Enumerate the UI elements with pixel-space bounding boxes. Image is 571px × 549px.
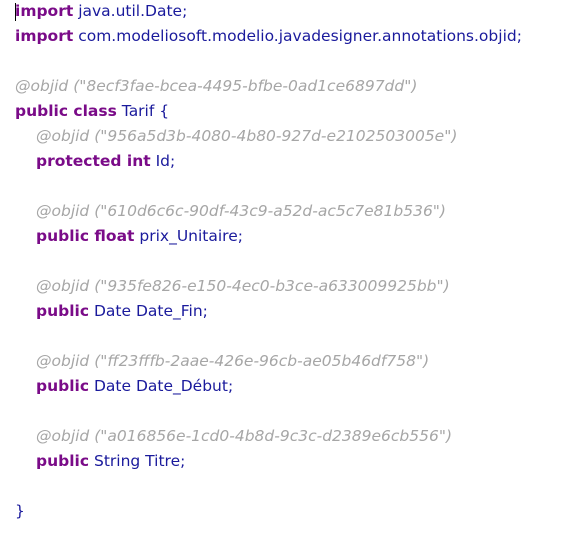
import-keyword: import [15, 2, 74, 20]
field-modifiers: public [36, 452, 90, 470]
field-declaration-line: protected int Id; [36, 150, 175, 172]
field-declaration: prix_Unitaire; [134, 227, 243, 245]
field-declaration: Date Date_Début; [89, 377, 234, 395]
import-line-date: import java.util.Date; [15, 0, 187, 22]
import-line-objid: import com.modeliosoft.modelio.javadesig… [15, 25, 522, 47]
objid-annotation: @objid ("8ecf3fae-bcea-4495-bfbe-0ad1ce6… [15, 77, 418, 95]
field-annotation-line: @objid ("a016856e-1cd0-4b8d-9c3c-d2389e6… [36, 425, 452, 447]
class-name: Tarif { [116, 102, 170, 120]
import-path: com.modeliosoft.modelio.javadesigner.ann… [73, 27, 522, 45]
field-declaration-line: public String Titre; [36, 450, 185, 472]
objid-annotation: @objid ("ff23fffb-2aae-426e-96cb-ae05b46… [36, 352, 430, 370]
class-keywords: public class [15, 102, 117, 120]
class-declaration-line: public class Tarif { [15, 100, 169, 122]
field-annotation-line: @objid ("956a5d3b-4080-4b80-927d-e210250… [36, 125, 457, 147]
import-path: java.util.Date; [73, 2, 188, 20]
closing-brace: } [15, 502, 25, 520]
field-modifiers: public float [36, 227, 135, 245]
field-annotation-line: @objid ("935fe826-e150-4ec0-b3ce-a633009… [36, 275, 450, 297]
import-keyword: import [15, 27, 74, 45]
objid-annotation: @objid ("935fe826-e150-4ec0-b3ce-a633009… [36, 277, 450, 295]
field-modifiers: protected int [36, 152, 151, 170]
field-declaration: String Titre; [89, 452, 186, 470]
field-declaration: Id; [150, 152, 176, 170]
objid-annotation: @objid ("956a5d3b-4080-4b80-927d-e210250… [36, 127, 458, 145]
field-annotation-line: @objid ("610d6c6c-90df-43c9-a52d-ac5c7e8… [36, 200, 446, 222]
objid-annotation: @objid ("610d6c6c-90df-43c9-a52d-ac5c7e8… [36, 202, 446, 220]
field-declaration: Date Date_Fin; [89, 302, 208, 320]
objid-annotation: @objid ("a016856e-1cd0-4b8d-9c3c-d2389e6… [36, 427, 453, 445]
closing-brace-line: } [15, 500, 25, 522]
field-declaration-line: public Date Date_Fin; [36, 300, 208, 322]
field-declaration-line: public Date Date_Début; [36, 375, 233, 397]
field-modifiers: public [36, 377, 90, 395]
field-modifiers: public [36, 302, 90, 320]
field-declaration-line: public float prix_Unitaire; [36, 225, 243, 247]
field-annotation-line: @objid ("ff23fffb-2aae-426e-96cb-ae05b46… [36, 350, 429, 372]
text-cursor [15, 3, 16, 21]
class-annotation-line: @objid ("8ecf3fae-bcea-4495-bfbe-0ad1ce6… [15, 75, 417, 97]
